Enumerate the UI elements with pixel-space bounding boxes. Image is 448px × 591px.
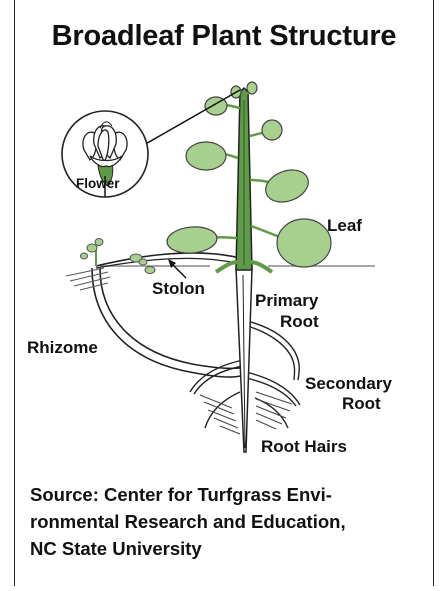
label-flower: Flower bbox=[76, 176, 120, 191]
leaf-lower-left bbox=[166, 225, 218, 255]
source-line-3: NC State University bbox=[30, 535, 425, 562]
leaf-large-right bbox=[277, 219, 331, 267]
label-secondary-root-line1: Secondary bbox=[305, 374, 392, 393]
rhizome-shading bbox=[66, 268, 110, 290]
flower-petals bbox=[83, 126, 127, 167]
stolon bbox=[81, 239, 241, 274]
source-line-2: ronmental Research and Education, bbox=[30, 508, 425, 535]
label-root-hairs: Root Hairs bbox=[261, 437, 347, 456]
label-primary-root-line2: Root bbox=[280, 312, 319, 331]
label-rhizome: Rhizome bbox=[27, 338, 98, 357]
leaf-mid-left bbox=[186, 142, 226, 170]
leaf-top-right bbox=[247, 82, 257, 94]
leaf-mid-right bbox=[261, 164, 313, 207]
source-line-1: Source: Center for Turfgrass Envi- bbox=[30, 481, 425, 508]
label-primary-root-line1: Primary bbox=[255, 291, 319, 310]
label-stolon: Stolon bbox=[152, 279, 205, 298]
leaf-upper-right bbox=[262, 120, 282, 140]
label-leaf: Leaf bbox=[327, 216, 362, 235]
primary-root bbox=[236, 268, 252, 452]
label-secondary-root-line2: Root bbox=[342, 394, 381, 413]
stolon-arrow bbox=[168, 259, 186, 278]
source-credit: Source: Center for Turfgrass Envi- ronme… bbox=[30, 481, 425, 562]
